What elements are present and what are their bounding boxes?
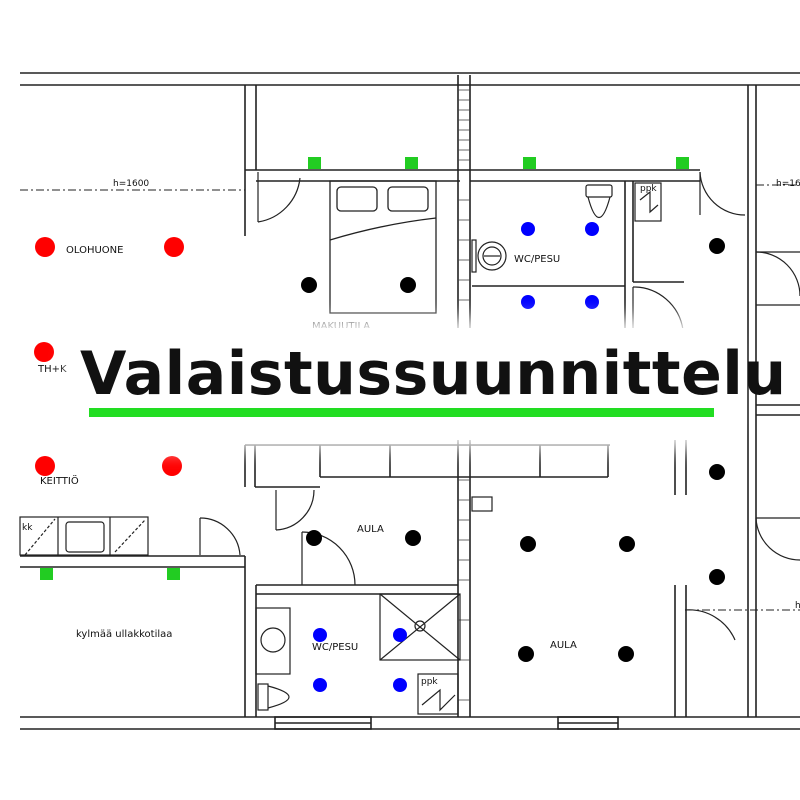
green-marker (308, 157, 321, 169)
blue-light (585, 295, 599, 309)
doors (199, 171, 800, 641)
black-lights (301, 238, 725, 662)
height-lines (20, 184, 800, 611)
label-kaappi: kk (22, 523, 33, 533)
room-label-keittio: KEITTIÖ (40, 474, 79, 487)
height-label-right-low: h (795, 601, 800, 611)
room-label-th: TH+K (37, 364, 67, 375)
green-marker (523, 157, 536, 169)
red-lights (34, 237, 184, 476)
room-label-wc-top: WC/PESU (514, 254, 560, 265)
blue-light (313, 628, 327, 642)
green-marker (676, 157, 689, 169)
green-marker (167, 568, 180, 580)
height-label-left: h=1600 (113, 179, 149, 189)
blue-light (585, 222, 599, 236)
wc-fixtures-bottom (255, 496, 493, 715)
label-ppk-bottom: ppk (421, 677, 438, 687)
height-label-right: h=16 (776, 179, 800, 189)
green-markers (40, 157, 689, 580)
wc-fixtures-top (471, 182, 662, 273)
red-light (35, 456, 55, 476)
title-card: Valaistussuunnittelu (80, 328, 787, 440)
page-title: Valaistussuunnittelu (80, 339, 787, 409)
kitchen-fixtures (19, 516, 149, 556)
red-light (164, 237, 184, 257)
blue-light (393, 628, 407, 642)
black-light (306, 530, 322, 546)
title-underline (89, 408, 714, 417)
red-light (34, 342, 54, 362)
blue-light (313, 678, 327, 692)
red-light (162, 456, 182, 476)
black-light (709, 569, 725, 585)
black-light (518, 646, 534, 662)
green-marker (40, 568, 53, 580)
red-light (35, 237, 55, 257)
bed (329, 180, 437, 314)
black-light (520, 536, 536, 552)
black-light (709, 464, 725, 480)
black-light (301, 277, 317, 293)
black-light (405, 530, 421, 546)
room-label-aula-right: AULA (550, 640, 577, 651)
room-label-kylma-ullakko: kylmää ullakkotilaa (76, 629, 172, 640)
room-label-olohuone: OLOHUONE (66, 245, 123, 256)
black-light (619, 536, 635, 552)
blue-lights (313, 222, 599, 692)
blue-light (521, 295, 535, 309)
room-label-makuutila: MAKUUTILA (312, 321, 370, 332)
label-ppk-top: ppk (640, 184, 657, 194)
black-light (400, 277, 416, 293)
green-marker (405, 157, 418, 169)
black-light (618, 646, 634, 662)
blue-light (393, 678, 407, 692)
black-light (709, 238, 725, 254)
room-label-wc-bottom: WC/PESU (312, 642, 358, 653)
walls (20, 72, 800, 730)
blue-light (521, 222, 535, 236)
room-label-aula-left: AULA (357, 524, 384, 535)
